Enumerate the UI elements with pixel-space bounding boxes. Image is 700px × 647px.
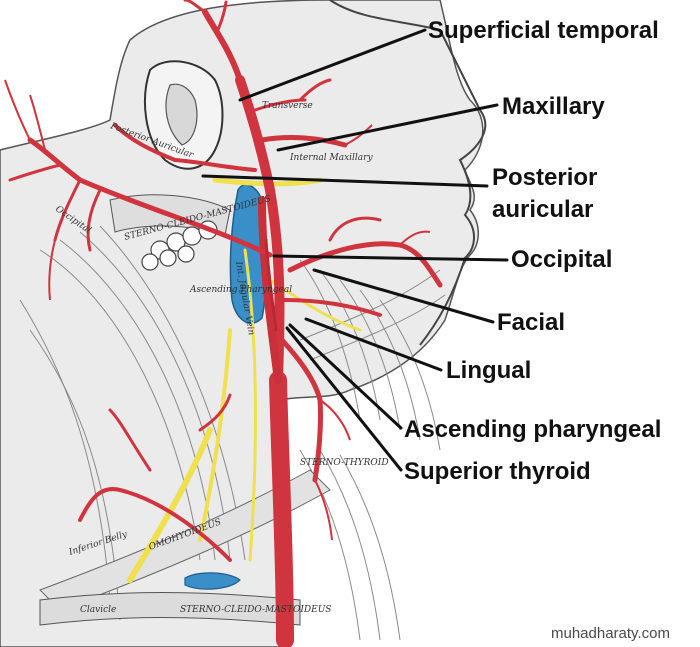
clavicle-band [39, 592, 301, 626]
leader-superficial-temporal [238, 28, 427, 102]
ascending-pharyngeal-artery [264, 238, 278, 332]
label-superior-thyroid: Superior thyroid [404, 458, 591, 485]
engraving-internal-maxillary: Internal Maxillary [289, 153, 373, 163]
label-posterior-auricular-line-2: auricular [492, 196, 594, 223]
superficial-temporal-artery [202, 9, 243, 83]
subclavian-vein [184, 572, 241, 590]
engraving-ascending-pharyngeal: Ascending Pharyngeal [189, 285, 292, 295]
posterior-auricular-artery [113, 123, 257, 172]
external-carotid-artery [235, 75, 285, 385]
leader-maxillary [276, 103, 499, 152]
label-superficial-temporal: Superficial temporal [428, 17, 659, 44]
label-occipital: Occipital [511, 246, 613, 273]
label-maxillary: Maxillary [502, 93, 605, 120]
leader-posterior-auricular [201, 174, 489, 188]
watermark: muhadharaty.com [551, 625, 670, 642]
leader-lines [201, 28, 509, 472]
maxillary-artery [259, 135, 348, 148]
internal-jugular-vein [229, 184, 267, 324]
internal-carotid-artery [258, 196, 282, 384]
artery-branches-fine [4, 79, 431, 541]
engraving-transverse: Transverse [262, 101, 313, 111]
label-posterior-auricular: Posterior auricular [492, 164, 597, 224]
label-posterior-auricular-line-1: Posterior [492, 164, 598, 191]
label-facial: Facial [497, 309, 566, 336]
arteries [8, 0, 443, 647]
nerves [127, 177, 362, 583]
leader-facial [312, 268, 495, 324]
leader-ascending-pharyngeal [288, 323, 403, 430]
label-lingual: Lingual [446, 357, 532, 384]
leader-lingual [304, 317, 443, 372]
label-ascending-pharyngeal: Ascending pharyngeal [404, 416, 662, 443]
common-carotid-artery [269, 371, 294, 647]
engraving-scm-lower: STERNO-CLEIDO-MASTOIDEUS [180, 605, 331, 615]
lingual-artery [283, 298, 382, 317]
occipital-artery [27, 137, 273, 258]
leader-superior-thyroid [285, 326, 403, 472]
leader-occipital [272, 254, 509, 262]
ear-inner [165, 83, 198, 146]
engraving-sternothyroid: STERNO-THYROID [300, 458, 389, 468]
engraving-clavicle: Clavicle [80, 605, 116, 615]
